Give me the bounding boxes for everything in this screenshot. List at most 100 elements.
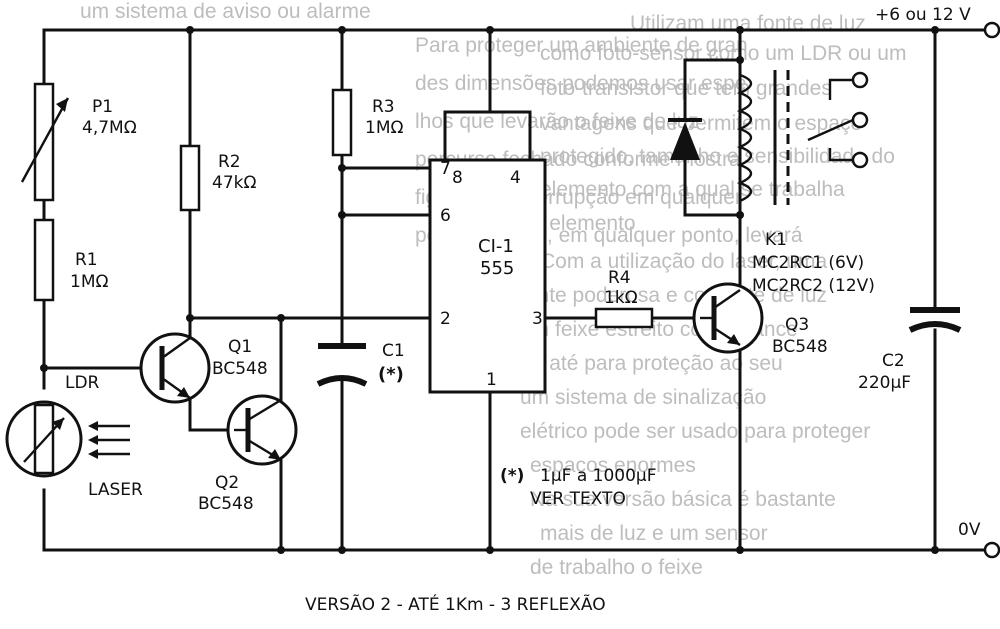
c1-name: C1 bbox=[382, 341, 405, 361]
c2-value: 220µF bbox=[858, 373, 911, 393]
capacitor-c1: C1 (*) bbox=[316, 341, 405, 387]
bleed-line: no elemento bbox=[520, 212, 636, 235]
q3-circle bbox=[692, 282, 764, 354]
resistor-r2: R2 47kΩ bbox=[179, 144, 256, 212]
ground-label: 0V bbox=[958, 520, 981, 540]
bleed-line: espaços enormes bbox=[530, 454, 696, 477]
relay-armature bbox=[807, 118, 854, 142]
c2-name: C2 bbox=[882, 351, 905, 371]
r1-body bbox=[33, 218, 55, 302]
figure-caption: VERSÃO 2 - ATÉ 1Km - 3 REFLEXÃO bbox=[305, 593, 606, 615]
junction-dot bbox=[736, 546, 744, 554]
relay-coil bbox=[736, 73, 753, 203]
q1-name: Q1 bbox=[228, 337, 252, 357]
k1-model-6v: MC2RC1 (6V) bbox=[752, 253, 864, 273]
bleed-line: um sistema de sinalização bbox=[520, 386, 766, 409]
bleed-line: de trabalho o feixe bbox=[530, 556, 703, 579]
bleed-line: Utilizam uma fonte de luz bbox=[630, 12, 866, 35]
bleed-line: Na sua versão básica é bastante bbox=[530, 488, 836, 511]
bleed-line: des dimensões podemos usar espe bbox=[415, 72, 747, 95]
light-arrow-head bbox=[88, 435, 98, 445]
junction-dot bbox=[338, 211, 346, 219]
junction-dot bbox=[40, 364, 48, 372]
ic-part: 555 bbox=[480, 258, 514, 279]
ic-pin-2: 2 bbox=[440, 309, 451, 329]
junction-dot bbox=[338, 26, 346, 34]
q1-part: BC548 bbox=[212, 359, 268, 379]
bleed-line: como foto-sensor como um LDR ou um bbox=[540, 42, 906, 65]
c1-plate-bottom bbox=[316, 375, 368, 387]
q1-collector bbox=[161, 337, 191, 359]
ic-body bbox=[428, 158, 547, 394]
resistor-r1: R1 1MΩ bbox=[33, 218, 108, 302]
ic-pin-6: 6 bbox=[440, 206, 451, 226]
junction-dot bbox=[931, 26, 939, 34]
potentiometer-p1: P1 4,7MΩ bbox=[20, 82, 137, 202]
k1-model-12v: MC2RC2 (12V) bbox=[752, 276, 875, 296]
junction-dot bbox=[277, 546, 285, 554]
q3-emitter-arrow bbox=[727, 334, 740, 345]
junction-dot bbox=[186, 314, 194, 322]
r3-value: 1MΩ bbox=[365, 118, 403, 138]
transistor-q2: Q2 BC548 bbox=[198, 394, 298, 514]
q2-emitter-arrow bbox=[268, 449, 281, 460]
ground-terminal bbox=[983, 541, 1000, 559]
light-arrow-head bbox=[88, 449, 98, 459]
p1-arrow-shaft bbox=[20, 97, 70, 183]
relay-k1: K1 MC2RC1 (6V) MC2RC2 (12V) bbox=[736, 70, 875, 296]
q3-name: Q3 bbox=[785, 315, 809, 335]
r4-name: R4 bbox=[608, 268, 631, 288]
bleed-line: elétrico pode ser usado para proteger bbox=[520, 420, 870, 443]
q2-circle bbox=[226, 394, 298, 466]
q2-part: BC548 bbox=[198, 494, 254, 514]
q3-collector bbox=[713, 289, 741, 309]
relay-contact-wire bbox=[828, 78, 853, 100]
ldr-label: LDR bbox=[65, 373, 100, 393]
q1-emitter-arrow bbox=[177, 387, 190, 398]
light-arrow-head bbox=[88, 421, 98, 431]
c1-mark: (*) bbox=[378, 364, 404, 385]
positive-terminal bbox=[983, 21, 1000, 39]
positive-supply-label: +6 ou 12 V bbox=[875, 5, 971, 25]
bleed-line: Para proteger um ambiente de gran bbox=[415, 34, 748, 57]
bleed-line: vantagens que permitem o espaço bbox=[540, 112, 862, 135]
r1-value: 1MΩ bbox=[70, 272, 108, 292]
junction-dot bbox=[486, 546, 494, 554]
r4-body bbox=[594, 307, 654, 329]
relay-contact-common bbox=[851, 111, 869, 129]
k1-name: K1 bbox=[765, 230, 787, 250]
ic-pin-4: 4 bbox=[510, 168, 521, 188]
junction-dot bbox=[736, 211, 744, 219]
r2-value: 47kΩ bbox=[212, 173, 256, 193]
bleed-line: elemento com a qual se trabalha bbox=[540, 178, 845, 201]
note-mark: (*) bbox=[500, 466, 524, 486]
resistor-r4: R4 1kΩ bbox=[594, 268, 654, 329]
bleed-line: protegido, tamanho e sensibilidade do bbox=[540, 145, 895, 168]
r1-name: R1 bbox=[75, 250, 98, 270]
p1-arrow-head bbox=[56, 98, 68, 112]
junction-dot bbox=[486, 26, 494, 34]
ic-pin-3: 3 bbox=[532, 309, 543, 329]
junction-dot bbox=[736, 56, 744, 64]
note-ref: VER TEXTO bbox=[530, 489, 626, 509]
bleed-line: ou até para proteção ao seu bbox=[520, 352, 783, 375]
ic-pin-8: 8 bbox=[452, 168, 463, 188]
p1-value: 4,7MΩ bbox=[82, 118, 137, 138]
ic-pin-1: 1 bbox=[486, 370, 497, 390]
q2-collector bbox=[247, 398, 282, 422]
resistor-r3: R3 1MΩ bbox=[331, 88, 403, 157]
relay-contact-wire bbox=[828, 148, 853, 162]
r3-name: R3 bbox=[372, 97, 395, 117]
r2-name: R2 bbox=[218, 152, 241, 172]
r2-body bbox=[179, 144, 201, 212]
junction-dot bbox=[338, 546, 346, 554]
bleed-line: lhos que levarão o feixe de luz bbox=[415, 110, 699, 133]
q2-name: Q2 bbox=[215, 473, 239, 493]
ic-555: 8 4 7 6 2 3 1 CI-1 555 bbox=[428, 158, 547, 394]
diode bbox=[668, 118, 702, 160]
q1-circle bbox=[139, 332, 211, 404]
q3-part: BC548 bbox=[772, 337, 828, 357]
note: (*) 1µF a 1000µF VER TEXTO bbox=[500, 466, 657, 509]
junctions bbox=[40, 26, 939, 554]
